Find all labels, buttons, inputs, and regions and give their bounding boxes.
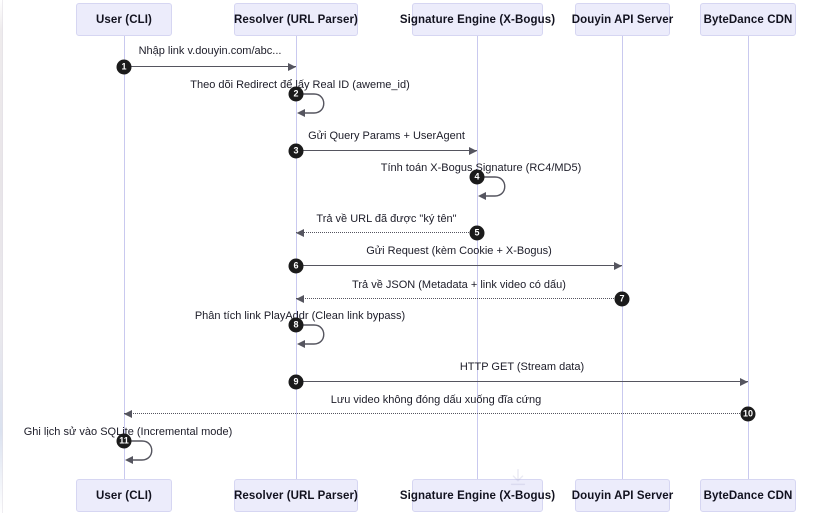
message-label-5: Trả về URL đã được "ký tên" [316, 213, 457, 225]
participant-header-user[interactable]: User (CLI) [76, 3, 172, 36]
self-message-arrow-11 [125, 440, 153, 464]
participant-label: Signature Engine (X-Bogus) [399, 489, 556, 502]
participant-footer-resolver[interactable]: Resolver (URL Parser) [234, 479, 358, 512]
lifeline-user [124, 36, 125, 479]
message-line-5 [296, 232, 477, 233]
message-line-3 [296, 150, 477, 151]
message-label-11: Ghi lịch sử vào SQLite (Incremental mode… [23, 426, 233, 438]
participant-header-signature[interactable]: Signature Engine (X-Bogus) [400, 3, 555, 36]
sequence-marker-5: 5 [469, 225, 485, 241]
sequence-marker-8: 8 [288, 317, 304, 333]
sequence-marker-3: 3 [288, 143, 304, 159]
self-message-arrow-2 [297, 93, 325, 117]
message-line-7 [296, 298, 622, 299]
message-label-6: Gửi Request (kèm Cookie + X-Bogus) [366, 245, 552, 257]
message-label-3: Gửi Query Params + UserAgent [308, 130, 465, 142]
participant-footer-cdn[interactable]: ByteDance CDN [700, 479, 796, 512]
participant-label: Resolver (URL Parser) [234, 489, 358, 502]
message-label-4: Tính toán X-Bogus Signature (RC4/MD5) [380, 162, 582, 174]
message-label-1: Nhập link v.douyin.com/abc... [138, 45, 282, 57]
self-message-arrow-4 [478, 176, 506, 200]
sequence-marker-4: 4 [469, 169, 485, 185]
message-label-8: Phân tích link PlayAddr (Clean link bypa… [194, 310, 406, 322]
participant-footer-user[interactable]: User (CLI) [76, 479, 172, 512]
message-label-10: Lưu video không đóng dấu xuống đĩa cứng [330, 394, 542, 406]
participant-header-resolver[interactable]: Resolver (URL Parser) [234, 3, 358, 36]
message-arrowhead-5 [296, 228, 304, 237]
participant-header-cdn[interactable]: ByteDance CDN [700, 3, 796, 36]
message-label-2: Theo dõi Redirect để lấy Real ID (aweme_… [190, 79, 410, 91]
left-panel-edge-artifact [0, 0, 3, 513]
sequence-marker-9: 9 [288, 374, 304, 390]
message-arrowhead-10 [124, 409, 132, 418]
message-arrowhead-7 [296, 294, 304, 303]
participant-label: Douyin API Server [571, 489, 674, 502]
self-message-arrow-8 [297, 324, 325, 348]
sequence-marker-6: 6 [288, 258, 304, 274]
message-arrowhead-9 [740, 377, 748, 386]
participant-label: ByteDance CDN [703, 13, 793, 26]
sequence-marker-1: 1 [116, 59, 132, 75]
message-line-10 [124, 413, 748, 414]
participant-label: Signature Engine (X-Bogus) [399, 13, 556, 26]
participant-label: User (CLI) [96, 489, 152, 502]
message-line-9 [296, 381, 748, 382]
participant-footer-signature[interactable]: Signature Engine (X-Bogus) [400, 479, 555, 512]
sequence-marker-10: 10 [740, 406, 756, 422]
sequence-marker-11: 11 [116, 433, 132, 449]
participant-header-douyin[interactable]: Douyin API Server [572, 3, 673, 36]
participant-label: Douyin API Server [571, 13, 674, 26]
participant-label: Resolver (URL Parser) [234, 13, 358, 26]
sequence-marker-2: 2 [288, 86, 304, 102]
participant-label: ByteDance CDN [703, 489, 793, 502]
message-line-1 [124, 66, 296, 67]
download-icon [510, 469, 526, 486]
lifeline-cdn [748, 36, 749, 479]
sequence-marker-7: 7 [614, 291, 630, 307]
message-arrowhead-1 [288, 62, 296, 71]
participant-label: User (CLI) [96, 13, 152, 26]
message-label-7: Trả về JSON (Metadata + link video có dấ… [352, 279, 566, 291]
message-label-9: HTTP GET (Stream data) [459, 361, 585, 373]
lifeline-signature [477, 36, 478, 479]
message-arrowhead-6 [614, 261, 622, 270]
message-line-6 [296, 265, 622, 266]
lifeline-douyin [622, 36, 623, 479]
left-panel-edge-line [2, 0, 3, 513]
participant-footer-douyin[interactable]: Douyin API Server [572, 479, 673, 512]
lifeline-resolver [296, 36, 297, 479]
message-arrowhead-3 [469, 146, 477, 155]
